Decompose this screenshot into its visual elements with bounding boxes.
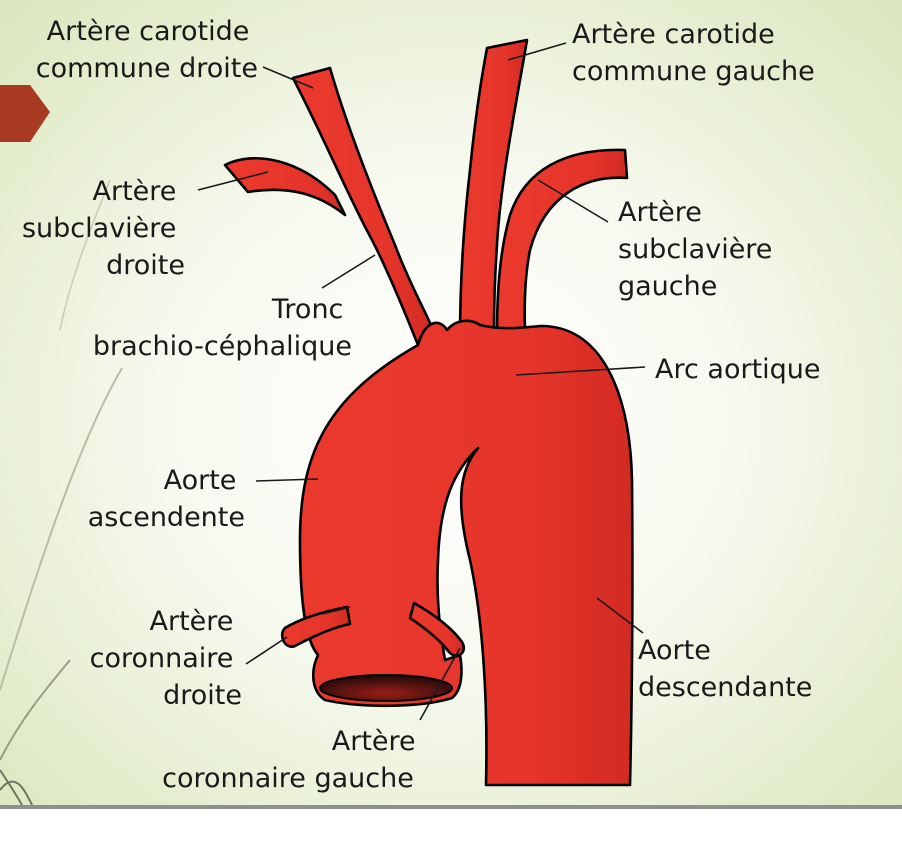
label-arc-aortique: Arc aortique: [655, 354, 821, 385]
slide-bottom-bar: [0, 805, 902, 809]
